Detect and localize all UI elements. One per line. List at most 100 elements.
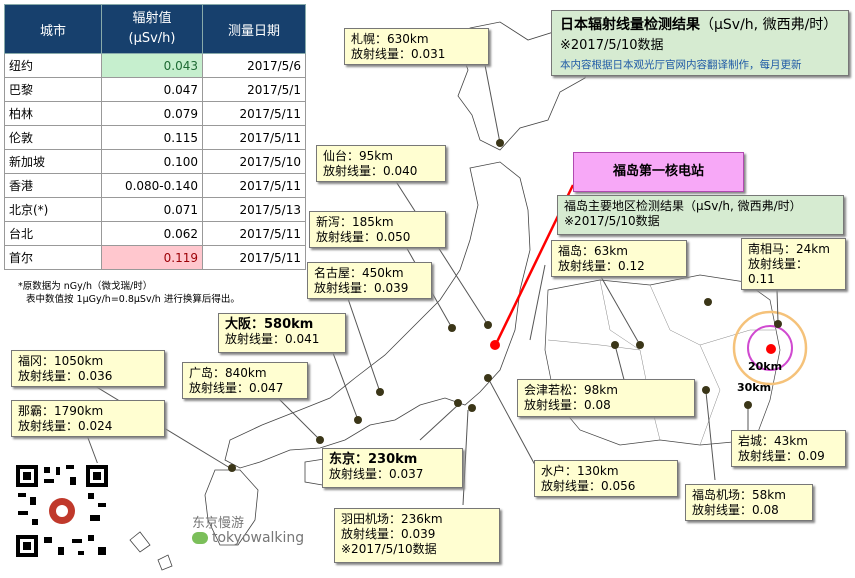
city-cell: 北京(*) (4, 197, 102, 222)
city-cell: 首尔 (4, 245, 102, 270)
title-date: ※2017/5/10数据 (560, 38, 664, 53)
date-cell: 2017/5/1 (202, 77, 306, 102)
value-cell: 0.062 (101, 221, 203, 246)
city-cell: 柏林 (4, 101, 102, 126)
city-name-distance: 羽田机场：236km (341, 512, 443, 526)
city-name-distance: 福冈：1050km (18, 354, 104, 368)
city-box-osaka: 大阪：580km 放射线量：0.041 (218, 313, 346, 353)
city-cell: 台北 (4, 221, 102, 246)
city-dose: 放射线量：0.08 (524, 398, 611, 412)
city-box-hiroshima: 广岛：840km 放射线量：0.047 (182, 362, 308, 399)
table-note: *原数据为 nGy/h（微戈瑞/时） 表中数值按 1μGy/h=0.8μSv/h… (18, 280, 240, 306)
title-note: 本内容根据日本观光厅官网内容翻译制作，每月更新 (560, 59, 802, 71)
city-box-fukushima-airport: 福岛机场：58km 放射线量：0.08 (685, 484, 813, 521)
city-box-aizu: 会津若松：98km 放射线量：0.08 (517, 379, 695, 417)
note-line1: *原数据为 nGy/h（微戈瑞/时） (18, 281, 153, 292)
brand-name: 东京慢游 (192, 516, 245, 531)
title-box: 日本辐射线量检测结果（μSv/h, 微西弗/时） ※2017/5/10数据 本内… (551, 10, 849, 76)
header-value: 辐射值 (μSv/h) (101, 4, 203, 54)
city-cell: 巴黎 (4, 77, 102, 102)
city-name-distance: 那霸：1790km (18, 404, 104, 418)
date-cell: 2017/5/10 (202, 149, 306, 174)
city-name-distance: 新泻：185km (316, 215, 394, 229)
radius-20km-label: 20km (748, 360, 783, 373)
city-box-mito: 水户：130km 放射线量：0.056 (534, 460, 678, 497)
header-value-line1: 辐射值 (132, 11, 172, 26)
title-unit: （μSv/h, 微西弗/时） (700, 17, 838, 33)
value-cell: 0.043 (101, 53, 203, 78)
city-name-distance: 东京：230km (329, 452, 418, 467)
city-box-haneda: 羽田机场：236km 放射线量：0.039 ※2017/5/10数据 (334, 508, 500, 563)
city-name-distance: 广岛：840km (189, 366, 267, 380)
city-name-distance: 会津若松：98km (524, 383, 618, 397)
date-cell: 2017/5/6 (202, 53, 306, 78)
brand-handle-text: tokyowalking (212, 530, 305, 546)
city-cell: 伦敦 (4, 125, 102, 150)
city-dose: 放射线量：0.12 (558, 259, 645, 273)
brand-handle: tokyowalking (192, 530, 304, 546)
value-cell: 0.079 (101, 101, 203, 126)
city-dose: 放射线量：0.041 (225, 332, 320, 346)
city-dose: 放射线量：0.09 (738, 449, 825, 463)
city-box-iwaki: 岩城：43km 放射线量：0.09 (731, 430, 846, 467)
date-cell: 2017/5/11 (202, 245, 306, 270)
header-date: 测量日期 (202, 4, 306, 54)
city-cell: 纽约 (4, 53, 102, 78)
date-cell: 2017/5/11 (202, 173, 306, 198)
date-cell: 2017/5/11 (202, 125, 306, 150)
wechat-icon (192, 532, 208, 544)
fukushima-area-line2: ※2017/5/10数据 (564, 214, 660, 228)
header-city: 城市 (4, 4, 102, 54)
city-box-sendai: 仙台：95km 放射线量：0.040 (316, 145, 446, 182)
qr-code-icon (14, 463, 110, 559)
city-name-distance: 仙台：95km (323, 149, 393, 163)
value-cell: 0.115 (101, 125, 203, 150)
city-name-distance: 福岛机场：58km (692, 488, 786, 502)
city-dose: 放射线量：0.047 (189, 381, 284, 395)
city-dose: 放射线量：0.037 (329, 467, 424, 481)
city-dose: 放射线量：0.036 (18, 369, 113, 383)
city-date-note: ※2017/5/10数据 (341, 542, 437, 556)
city-name-distance: 南相马：24km (748, 242, 830, 256)
city-box-fukushima: 福岛：63km 放射线量：0.12 (551, 240, 687, 277)
value-cell: 0.047 (101, 77, 203, 102)
fukushima-area-line1: 福岛主要地区检测结果（μSv/h, 微西弗/时） (564, 199, 802, 213)
city-dose: 放射线量：0.08 (692, 503, 779, 517)
city-name-distance: 福岛：63km (558, 244, 628, 258)
header-value-line2: (μSv/h) (128, 31, 176, 46)
city-name-distance: 名古屋：450km (314, 266, 404, 280)
value-cell: 0.119 (101, 245, 203, 270)
city-name-distance: 大阪：580km (225, 317, 314, 332)
city-box-minamisoma: 南相马：24km 放射线量： 0.11 (741, 238, 846, 290)
city-name-distance: 岩城：43km (738, 434, 808, 448)
value-cell: 0.100 (101, 149, 203, 174)
city-box-nagoya: 名古屋：450km 放射线量：0.039 (307, 262, 432, 299)
city-dose-value: 0.11 (748, 272, 775, 286)
fukushima-area-box: 福岛主要地区检测结果（μSv/h, 微西弗/时） ※2017/5/10数据 (557, 195, 844, 235)
city-dose: 放射线量：0.024 (18, 419, 113, 433)
date-cell: 2017/5/11 (202, 101, 306, 126)
date-cell: 2017/5/11 (202, 221, 306, 246)
note-line2: 表中数值按 1μGy/h=0.8μSv/h 进行换算后得出。 (26, 294, 240, 305)
city-name-distance: 水户：130km (541, 464, 619, 478)
value-cell: 0.071 (101, 197, 203, 222)
date-cell: 2017/5/13 (202, 197, 306, 222)
city-box-tokyo: 东京：230km 放射线量：0.037 (322, 448, 463, 488)
city-dose: 放射线量：0.050 (316, 230, 411, 244)
city-name-distance: 札幌：630km (351, 32, 429, 46)
city-box-fukuoka: 福冈：1050km 放射线量：0.036 (11, 350, 165, 387)
city-box-sapporo: 札幌：630km 放射线量：0.031 (344, 28, 489, 65)
title-main: 日本辐射线量检测结果 (560, 17, 700, 33)
radius-30km-label: 30km (737, 381, 772, 394)
city-cell: 香港 (4, 173, 102, 198)
city-box-niigata: 新泻：185km 放射线量：0.050 (309, 211, 446, 248)
